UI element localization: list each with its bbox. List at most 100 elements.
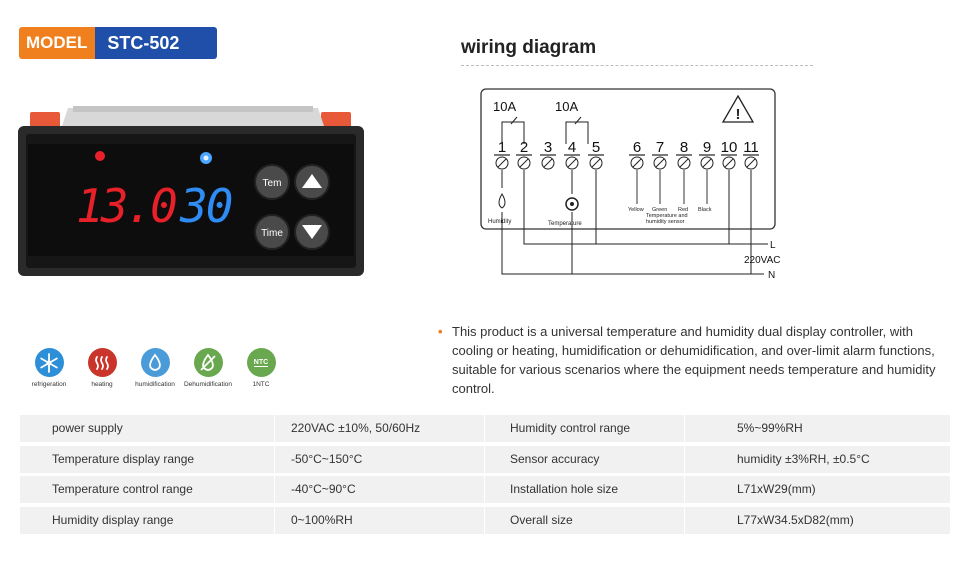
spec-value: L77xW34.5xD82(mm) [737,512,854,527]
wire-red: Red [678,207,688,213]
function-ntc: NTC 1NTC [232,348,290,388]
table-row: Humidity display range 0~100%RH Overall … [20,506,950,534]
terminal-screw-slot [632,158,642,168]
terminal-screw-slot [591,158,601,168]
terminal-number: 2 [520,139,528,156]
spec-value: 220VAC ±10%, 50/60Hz [275,415,485,442]
tem-button [254,164,290,200]
table-row: Temperature display range -50°C~150°C Se… [20,445,950,473]
wire-yellow: Yellow [628,207,644,213]
function-icons: refrigeration heating humidification Deh… [20,348,285,388]
terminal-screw-slot [519,158,529,168]
terminal-screw-slot [702,158,712,168]
spec-label: Humidity control range [485,415,685,442]
model-value: STC-502 [95,27,218,59]
spec-value: humidity ±3%RH, ±0.5°C [737,451,870,466]
up-arrow-icon [302,174,322,188]
terminal-screw-icon [677,156,691,170]
terminal-screw-slot [567,158,577,168]
controller-device: 13.0 30 Tem Time [18,106,364,276]
sensor-label-1: Temperature and [646,213,688,219]
heat-icon [87,348,117,377]
terminal-number: 7 [656,139,664,156]
ntc-icon: NTC [246,348,276,377]
temperature-label: Temperature [548,221,582,227]
table-row: power supply 220VAC ±10%, 50/60Hz Humidi… [20,415,950,442]
terminal-screw-icon [653,156,667,170]
sensor-label-2: humidity sensor [646,219,685,225]
down-arrow-icon [302,225,322,239]
terminal-number: 1 [498,139,506,156]
time-button [254,214,290,250]
description-text: This product is a universal temperature … [452,324,936,396]
function-heating: heating [73,348,131,388]
spec-label: Overall size [485,506,685,534]
function-label: Dehumidification [183,381,233,388]
spec-label: Humidity display range [20,506,275,534]
spec-value: -50°C~150°C [275,445,485,473]
bullet-icon: • [438,324,443,339]
terminal-number: 5 [592,139,600,156]
red-indicator [95,151,105,161]
terminal-screw-icon [700,156,714,170]
terminal-screw-icon [722,156,736,170]
model-label: MODEL [19,27,96,59]
spec-label: power supply [20,415,275,442]
terminal-screw-icon [517,156,531,170]
function-humidification: humidification [126,348,184,388]
terminal-screw-icon [495,156,509,170]
line-label: L [770,240,776,251]
function-label: 1NTC [252,381,270,388]
neutral-label: N [768,270,775,281]
no-droplet-icon [193,348,223,377]
spec-label: Installation hole size [485,476,685,503]
terminal-screw-icon [541,156,555,170]
relay-rating-2: 10A [555,99,578,114]
product-description: • This product is a universal temperatur… [438,322,938,398]
function-label: refrigeration [31,381,67,388]
model-badge: MODEL STC-502 [19,27,218,59]
function-label: heating [91,381,113,388]
terminal-number: 9 [703,139,711,156]
humidity-display: 30 [179,179,232,233]
terminal-screw-slot [746,158,756,168]
spec-table: power supply 220VAC ±10%, 50/60Hz Humidi… [20,415,950,537]
relay-rating-1: 10A [493,99,516,114]
spec-label: Temperature display range [20,445,275,473]
terminal-number: 8 [680,139,688,156]
wiring-title: wiring diagram [461,37,597,58]
terminal-number: 11 [743,139,759,156]
humidity-label: Humidity [488,219,511,225]
snowflake-icon [34,348,64,377]
terminal-number: 3 [544,139,552,156]
terminal-number: 6 [633,139,641,156]
humidity-drop-icon [498,193,506,209]
voltage-label: 220VAC [744,255,781,266]
terminal-number: 4 [568,139,576,156]
terminal-screw-icon [744,156,758,170]
temperature-display: 13.0 [76,179,176,233]
spec-label: Sensor accuracy [485,445,685,473]
function-label: humidification [135,381,175,388]
spec-value: 0~100%RH [275,506,485,534]
terminal-screw-slot [655,158,665,168]
terminal-screw-slot [724,158,734,168]
warning-icon [721,94,755,123]
wire-green: Green [652,207,667,213]
spec-value: 5%~99%RH [737,421,803,435]
tem-button-label: Tem [263,178,282,189]
terminal-screw-icon [589,156,603,170]
terminal-screw-slot [497,158,507,168]
droplet-icon [140,348,170,377]
function-refrigeration: refrigeration [20,348,78,388]
temperature-icon [565,197,579,211]
function-dehumidification: Dehumidification [179,348,237,388]
time-button-label: Time [261,228,283,239]
terminal-number: 10 [721,139,738,156]
svg-text:!: ! [736,106,741,123]
wiring-divider [461,65,813,66]
spec-label: Temperature control range [20,476,275,503]
terminal-screw-slot [543,158,553,168]
terminal-screw-slot [679,158,689,168]
